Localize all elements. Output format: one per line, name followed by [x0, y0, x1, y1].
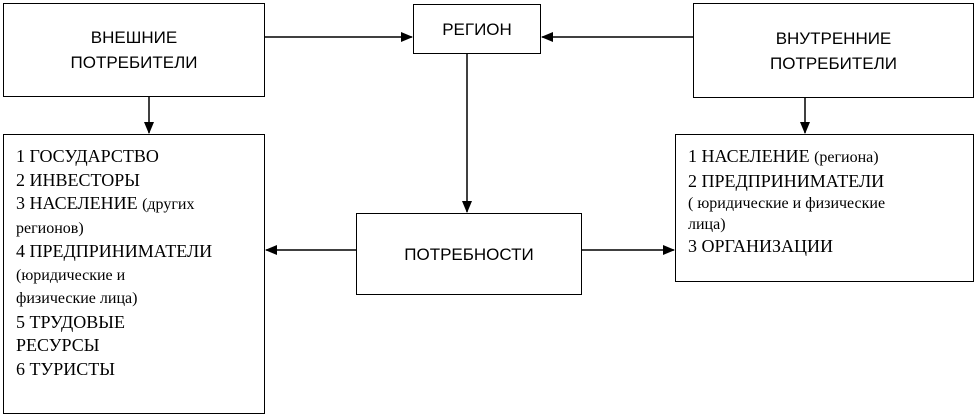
- list-item: 1 ГОСУДАРСТВО: [16, 146, 159, 166]
- list-item: 2 ПРЕДПРИНИМАТЕЛИ: [688, 170, 885, 191]
- list-item: 4 ПРЕДПРИНИМАТЕЛИ: [16, 241, 213, 261]
- internal-consumers-title: ВНУТРЕННИЕ ПОТРЕБИТЕЛИ: [770, 28, 897, 73]
- list-item: ( юридические и физические: [688, 195, 886, 212]
- list-item: физические лица): [16, 290, 138, 307]
- list-item: 6 ТУРИСТЫ: [16, 358, 115, 379]
- region-title: РЕГИОН: [442, 19, 512, 39]
- needs-title: ПОТРЕБНОСТИ: [404, 244, 534, 264]
- external-consumers-list: 1 ГОСУДАРСТВО 2 ИНВЕСТОРЫ 3 НАСЕЛЕНИЕ (д…: [3, 134, 265, 414]
- list-item: РЕСУРСЫ: [16, 335, 100, 355]
- list-item: 3 ОРГАНИЗАЦИИ: [688, 236, 833, 256]
- internal-consumers-box: ВНУТРЕННИЕ ПОТРЕБИТЕЛИ: [693, 3, 974, 98]
- list-item: 3 НАСЕЛЕНИЕ (других: [16, 193, 195, 213]
- internal-consumers-list: 1 НАСЕЛЕНИЕ (региона) 2 ПРЕДПРИНИМАТЕЛИ …: [675, 134, 974, 282]
- external-consumers-title: ВНЕШНИЕ ПОТРЕБИТЕЛИ: [70, 28, 198, 72]
- external-consumers-box: ВНЕШНИЕ ПОТРЕБИТЕЛИ: [3, 3, 265, 97]
- list-item: 2 ИНВЕСТОРЫ: [16, 169, 140, 190]
- region-box: РЕГИОН: [413, 4, 541, 54]
- list-item: (юридические и: [16, 266, 126, 284]
- list-item: 5 ТРУДОВЫЕ: [16, 311, 125, 332]
- list-item: регионов): [16, 219, 84, 237]
- list-item: 1 НАСЕЛЕНИЕ (региона): [688, 146, 879, 166]
- list-item: лица): [688, 216, 726, 233]
- needs-box: ПОТРЕБНОСТИ: [356, 213, 582, 295]
